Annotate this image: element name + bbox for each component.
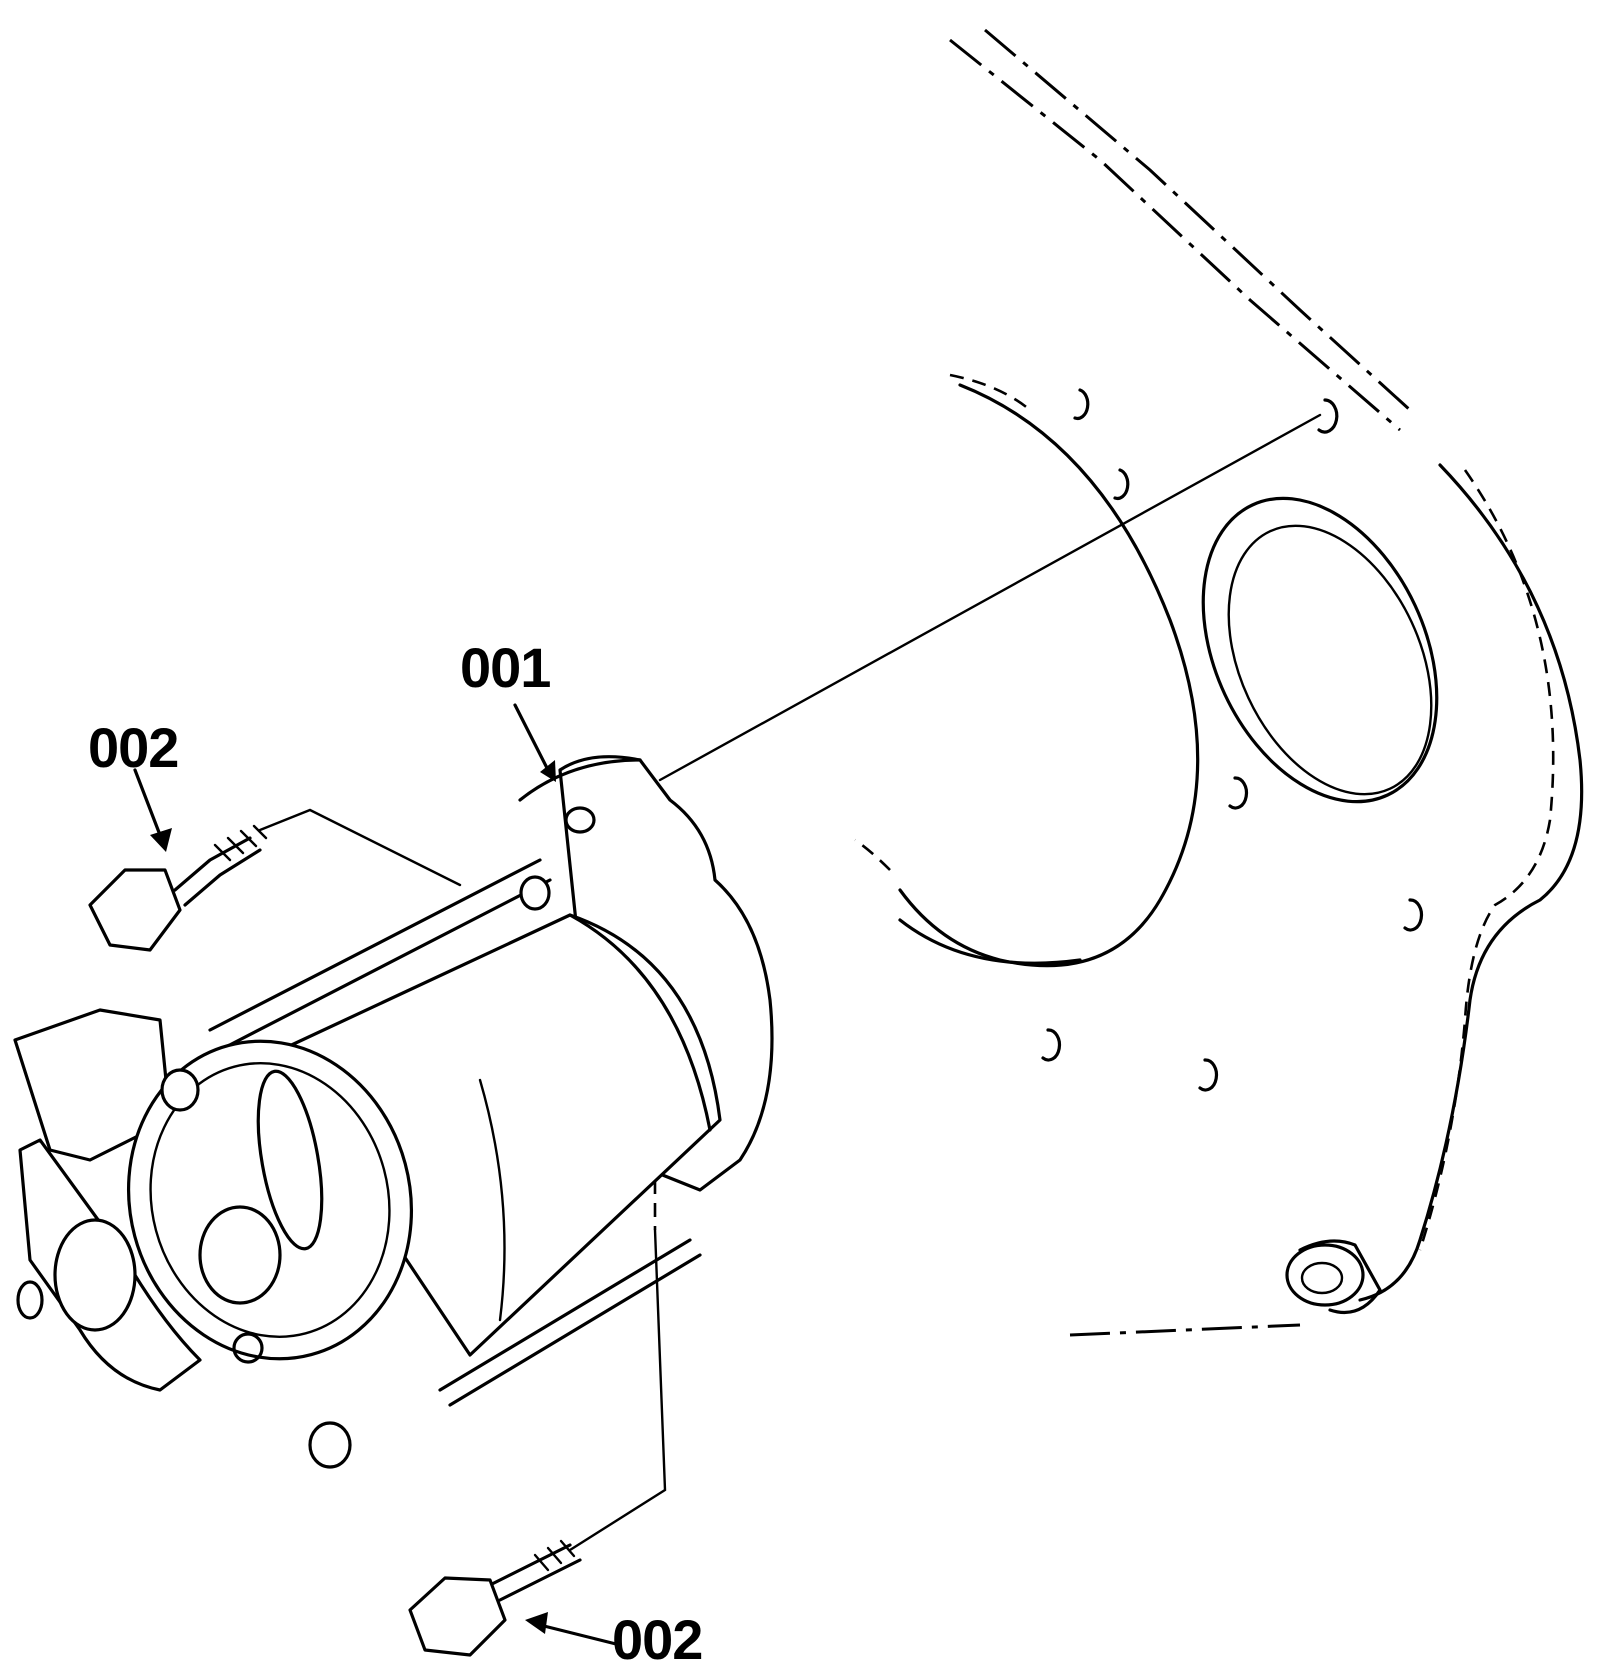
mounting-holes xyxy=(1041,388,1424,1092)
dowel-centerline xyxy=(1069,1323,1301,1337)
hole xyxy=(1073,388,1090,421)
through-bolt-lower-2 xyxy=(448,1253,702,1407)
flange-top-edge xyxy=(518,758,642,802)
housing-outer-edge xyxy=(949,38,1401,432)
housing-right-profile xyxy=(1358,463,1584,1302)
shaft-boss xyxy=(198,1205,282,1305)
bolt-002-bottom xyxy=(408,1539,582,1657)
dowel-bushing xyxy=(1285,1239,1382,1315)
center-opening xyxy=(1201,496,1439,804)
nut xyxy=(160,1068,200,1112)
housing-inner-profile xyxy=(1418,469,1555,1251)
bolt-thread xyxy=(533,1539,576,1572)
motor-body-rim xyxy=(568,913,712,1132)
housing-outer-edge-2 xyxy=(984,28,1412,412)
callout-002-top: 002 xyxy=(88,716,179,779)
starter-motor xyxy=(13,755,774,1469)
motor-body-shade xyxy=(478,1078,506,1322)
callout-arrows xyxy=(133,703,622,1647)
flywheel-arc-dash-2 xyxy=(854,838,891,871)
arrow-002-top xyxy=(133,768,162,837)
flywheel-arc xyxy=(898,383,1200,968)
through-bolt-upper-2 xyxy=(218,878,552,1052)
arrow-002-bottom xyxy=(538,1623,622,1647)
hole xyxy=(1228,776,1249,810)
arrow-001-head xyxy=(540,760,556,782)
bushing-end xyxy=(1285,1243,1365,1307)
bolt-shank-2 xyxy=(183,848,262,907)
bolt-top-leader xyxy=(258,808,462,887)
through-bolt-upper xyxy=(208,858,542,1032)
arrow-001 xyxy=(513,703,550,772)
motor-body xyxy=(268,913,722,1357)
alignment-line-upper xyxy=(658,413,1322,782)
flywheel-arc-dash xyxy=(949,373,1031,411)
hole xyxy=(1198,1058,1219,1092)
hole xyxy=(1317,398,1339,434)
bolt-thread xyxy=(213,824,268,862)
end-cap-slot xyxy=(256,1069,324,1251)
flywheel-housing xyxy=(854,28,1584,1337)
callout-001: 001 xyxy=(460,636,551,699)
terminal-screw xyxy=(16,1280,44,1320)
flange-hole xyxy=(564,806,596,834)
arrow-002-top-head xyxy=(150,828,172,852)
arrow-002-bottom-head xyxy=(525,1612,548,1634)
hole xyxy=(1041,1028,1062,1062)
end-cap-inner xyxy=(149,1062,391,1338)
flywheel-arc-lower xyxy=(898,918,1082,965)
terminal-post xyxy=(53,1218,137,1332)
nut xyxy=(308,1421,352,1469)
center-opening-inner xyxy=(1227,524,1433,796)
nut xyxy=(519,875,551,911)
bolt-head xyxy=(88,868,182,952)
bolt-head xyxy=(408,1576,507,1657)
bushing-bore xyxy=(1300,1261,1344,1295)
hole xyxy=(1403,898,1424,932)
bolt-shank xyxy=(488,1543,572,1587)
bolt-shank-2 xyxy=(498,1558,582,1602)
small-fastener xyxy=(232,1332,264,1364)
bolt-002-top xyxy=(88,824,268,952)
hole xyxy=(1113,468,1130,501)
bolt-bottom-leader xyxy=(568,1228,667,1552)
through-bolt-lower xyxy=(438,1238,692,1392)
bushing-body xyxy=(1298,1239,1382,1315)
callout-002-bottom: 002 xyxy=(612,1608,703,1671)
